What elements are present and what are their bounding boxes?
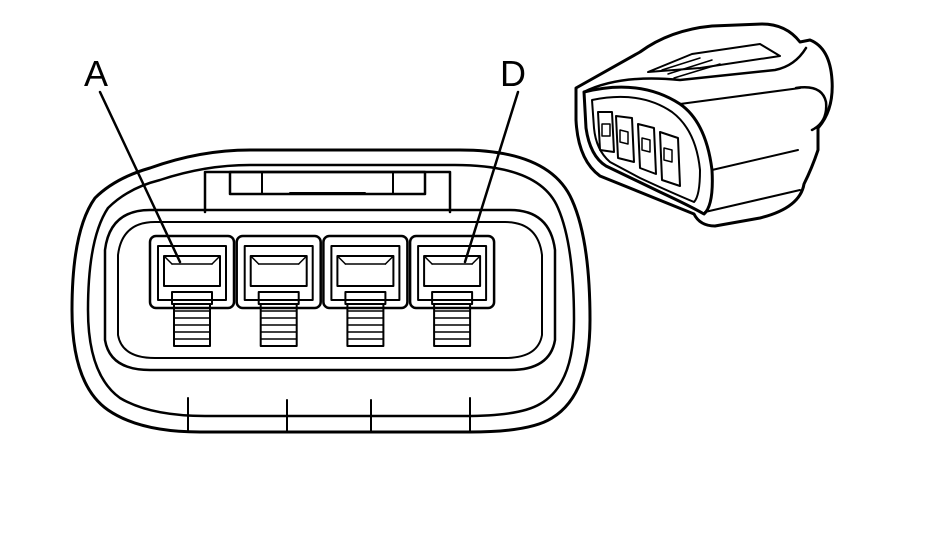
pin-label-a: A [84, 53, 108, 94]
terminal-d [408, 234, 496, 347]
terminal-b [235, 234, 322, 347]
housing-bottom-ribs [187, 397, 471, 433]
terminal-cavity-inner [117, 221, 543, 359]
connector-isometric-view [574, 22, 834, 228]
locking-tab [203, 170, 452, 214]
isometric-terminal-cavities [597, 111, 681, 187]
connector-housing-outer [70, 148, 592, 434]
pin-label-d: D [500, 53, 526, 94]
leader-line-a [98, 90, 182, 264]
terminal-c [322, 234, 409, 347]
terminal-group [148, 234, 496, 347]
connector-housing-rim [86, 163, 576, 418]
leader-line-d [463, 90, 520, 264]
terminal-a [148, 234, 236, 347]
terminal-cavity [103, 208, 557, 372]
